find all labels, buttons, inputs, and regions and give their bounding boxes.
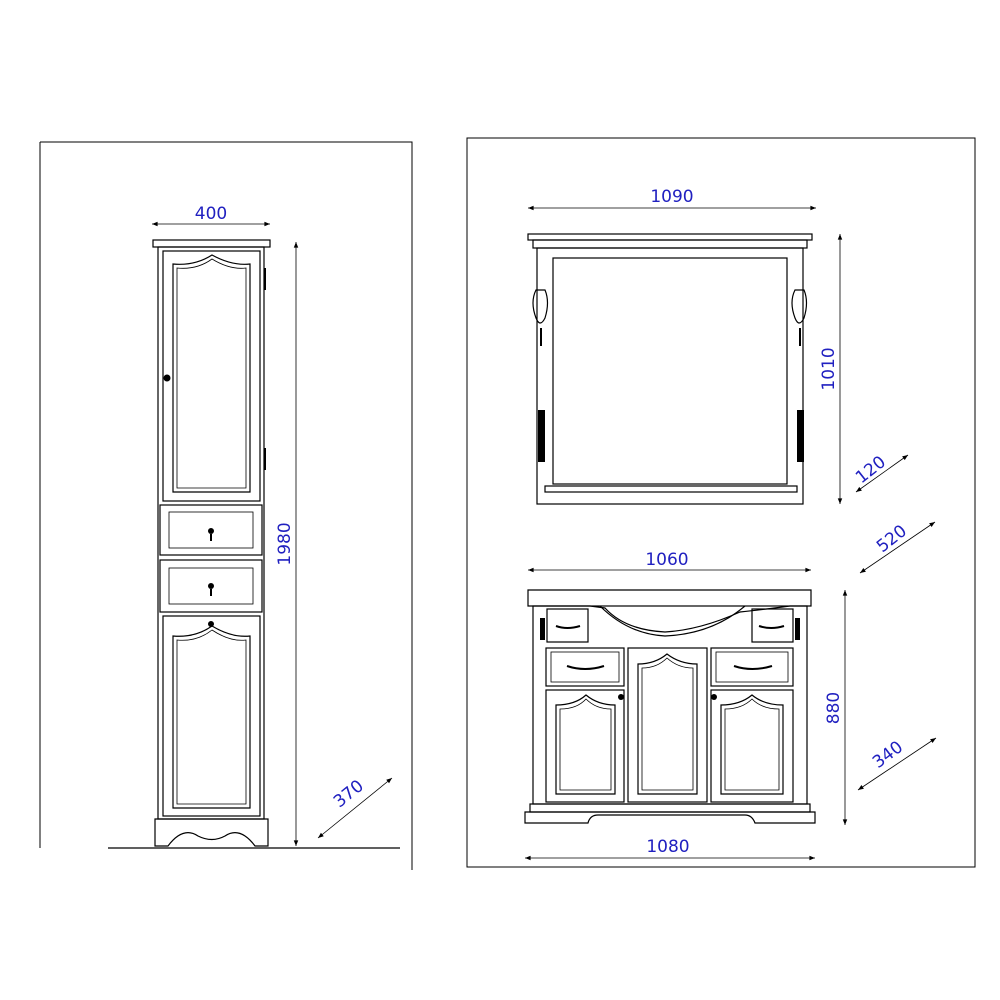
mirror-width-label: 1090 [650,187,693,207]
right-bracket-icon [797,410,804,462]
mirror [527,233,813,505]
upper-door-panel [172,254,251,493]
middle-drawer-left [545,647,625,687]
lower-door [162,615,261,817]
tall-cabinet-panel: 400 1980 370 [39,141,413,870]
mirror-height-label: 1010 [819,347,839,390]
right-panel-frame [466,137,976,868]
vanity [524,589,816,824]
top-drawer-left [546,608,589,643]
countertop-depth-label: 520 [873,521,911,557]
vanity-base-width-label: 1080 [646,837,689,857]
drawer-knob-icon [208,528,214,534]
left-panel-frame [40,141,413,870]
center-door-panel [637,653,698,795]
tall-cabinet-width-label: 400 [195,204,227,224]
mirror-frame [536,247,804,505]
middle-drawer-right [710,647,794,687]
top-drawer-right [751,608,794,643]
left-door-knob-icon [618,694,624,700]
right-door [710,689,794,803]
dimension-line-countertop-depth [859,521,936,574]
vanity-depth-label: 340 [869,737,907,773]
vanity-plinth [529,803,811,813]
left-bracket-icon [538,410,545,462]
left-door-panel [555,694,616,795]
center-door [627,647,708,803]
left-lamp-icon [532,289,549,324]
mirror-depth-label: 120 [852,452,890,488]
dimension-line-depth [317,777,393,839]
vanity-top-width-label: 1060 [645,550,688,570]
vanity-base [524,811,816,824]
towel-hook-right-icon [795,618,800,640]
vanity-countertop [527,589,812,633]
tall-cabinet-plinth [154,818,269,847]
mirror-cornice [527,233,813,241]
drawer-upper [159,504,263,556]
dimension-line-vanity-depth [857,737,937,791]
mirror-glass [552,257,788,485]
vanity-height-label: 880 [824,692,844,724]
tall-cabinet-depth-label: 370 [330,776,368,812]
right-door-panel [720,694,784,795]
drawer-knob-icon [208,583,214,589]
basin-icon [599,605,746,637]
tall-cabinet-cornice [152,239,271,248]
upper-door [162,250,261,502]
right-door-knob-icon [711,694,717,700]
drawer-lower [159,559,263,613]
lower-door-panel [172,625,251,809]
tall-cabinet [152,239,271,847]
mirror-vanity-panel: 1090 1010 120 520 [466,137,976,868]
dimension-line-mirror-depth [855,454,909,493]
upper-door-knob-icon [163,374,171,382]
tall-cabinet-height-label: 1980 [275,522,295,565]
towel-hook-left-icon [540,618,545,640]
left-door [545,689,625,803]
lower-door-knob-icon [208,621,214,627]
right-lamp-icon [791,289,808,324]
mirror-shelf [544,485,798,493]
